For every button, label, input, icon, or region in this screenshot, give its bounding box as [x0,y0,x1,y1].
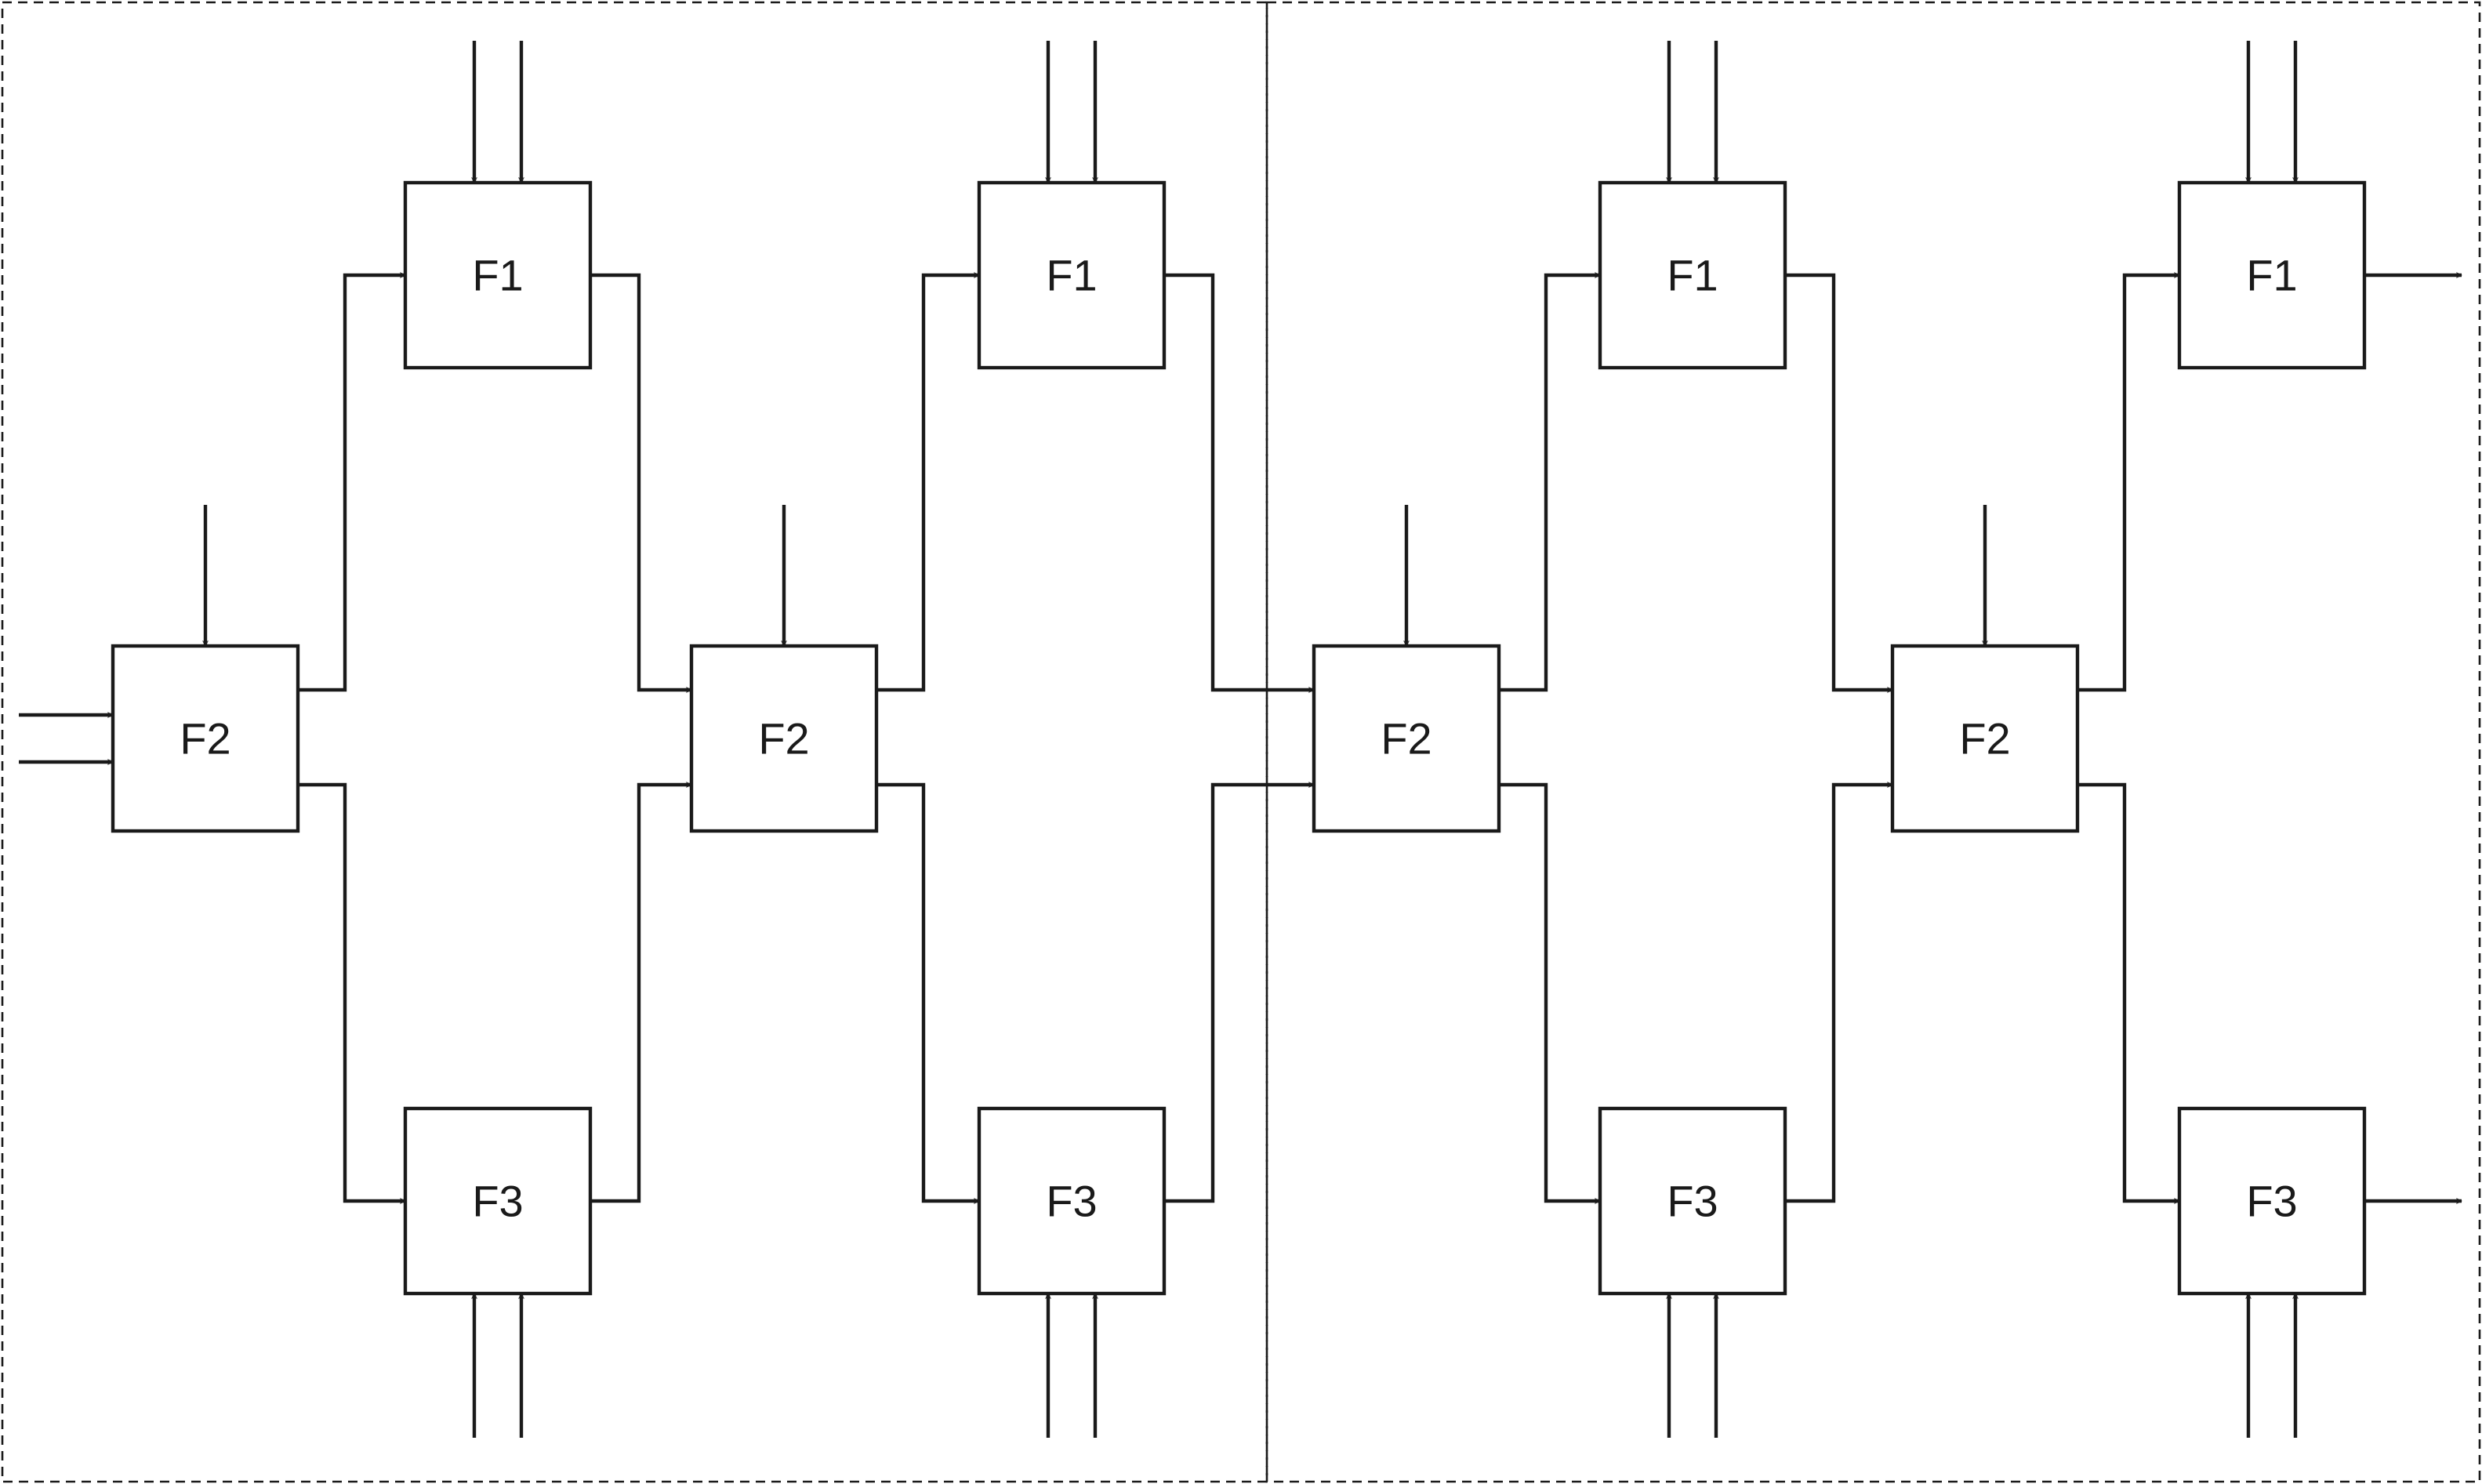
stage-3-f3-to-next-f2 [1785,785,1892,1203]
stage-4-f2-to-f3 [2077,782,2179,1201]
stage-3-f3-block: F3 [1598,1106,1787,1296]
stage-4-f1-block: F1 [2177,180,2367,370]
stage-3-f1-label: F1 [1667,251,1718,300]
stage-3-f2-label: F2 [1381,714,1432,764]
stage-2-f2-block: F2 [689,644,879,833]
stage-2-f3-to-next-f2 [1164,785,1314,1203]
connection-lines [19,41,2462,1438]
right-section-frame [1265,1,2481,1483]
stage-3-f1-to-next-f2 [1785,273,1892,690]
left-section-frame [1,1,1268,1483]
stage-3-f3-label: F3 [1667,1177,1718,1226]
stage-1-f2-to-f3 [298,782,405,1201]
stage-2-f2-label: F2 [758,714,809,764]
stage-2-f2-to-f1 [876,275,979,692]
stage-1-f1-block: F1 [403,180,593,370]
stage-4-f3-label: F3 [2246,1177,2297,1226]
stage-3-f1-block: F1 [1598,180,1787,370]
stage-1-f3-to-next-f2 [590,785,691,1203]
stage-1-f1-to-next-f2 [590,273,691,690]
stage-2-f1-to-next-f2 [1164,273,1314,690]
stage-2-f2-to-f3 [876,782,979,1201]
stage-1-f2-block: F2 [111,644,300,833]
stage-2-f3-block: F3 [977,1106,1167,1296]
stage-4-f2-to-f1 [2077,275,2179,692]
stage-4-f2-label: F2 [1959,714,2010,764]
stage-1-f1-label: F1 [472,251,523,300]
stage-1-f3-block: F3 [403,1106,593,1296]
stage-1-f3-label: F3 [472,1177,523,1226]
stage-4-f1-label: F1 [2246,251,2297,300]
stage-4-f3-block: F3 [2177,1106,2367,1296]
stage-2-f1-block: F1 [977,180,1167,370]
stage-1-f2-to-f1 [298,275,405,692]
stage-2-f1-label: F1 [1046,251,1097,300]
stage-2-f3-label: F3 [1046,1177,1097,1226]
stage-3-f2-to-f3 [1499,782,1600,1201]
stage-1-f2-label: F2 [180,714,230,764]
stage-4-f2-block: F2 [1890,644,2080,833]
stage-3-f2-to-f1 [1499,275,1600,692]
stage-3-f2-block: F2 [1312,644,1501,833]
